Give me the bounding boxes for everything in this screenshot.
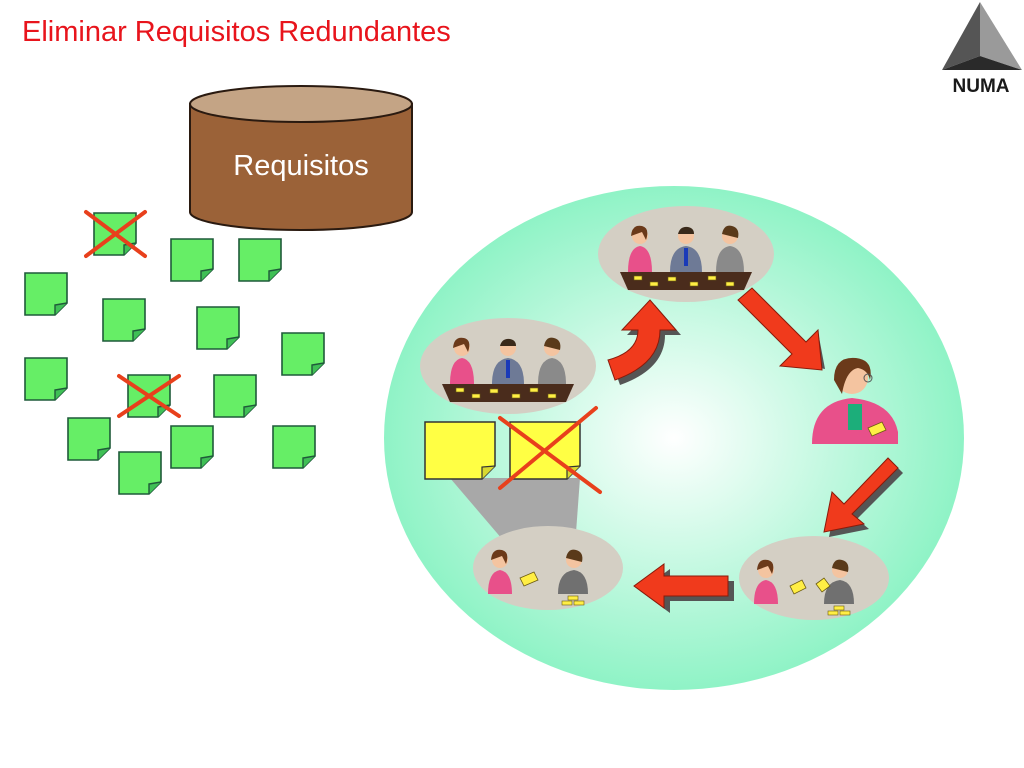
pair-exchange-right: [738, 535, 890, 621]
requirement-note: [170, 425, 214, 469]
handover-note: [815, 577, 831, 593]
green-requirement-notes: [24, 212, 325, 495]
requirement-note: [24, 357, 68, 401]
requirement-note: [24, 272, 68, 316]
requirement-note: [67, 417, 111, 461]
arrow-left: [633, 563, 734, 613]
requirement-note: [118, 451, 162, 495]
arrow-down-right: [737, 287, 825, 371]
pyramid-icon: [942, 2, 1022, 70]
cross-icon: [498, 406, 602, 494]
requirement-note: [213, 374, 257, 418]
requirements-database: [189, 85, 413, 231]
requirement-note: [170, 238, 214, 282]
cross-icon: [84, 210, 147, 258]
numa-logo: NUMA: [936, 0, 1024, 104]
meeting-group-top: [597, 205, 775, 303]
yellow-note: [424, 421, 496, 480]
arrow-down-left: [823, 457, 903, 537]
requirement-note: [196, 306, 240, 350]
database-label: Requisitos: [233, 150, 369, 182]
meeting-group-left: [419, 317, 597, 415]
requirement-note: [238, 238, 282, 282]
requirement-note: [102, 298, 146, 342]
curved-up-arrow: [607, 299, 681, 385]
handover-note: [789, 579, 807, 595]
pair-exchange-left: [472, 525, 624, 611]
reviewer-person: [812, 357, 898, 444]
cross-icon: [117, 374, 181, 418]
handover-note: [519, 571, 539, 587]
slide-title: Eliminar Requisitos Redundantes: [22, 16, 451, 48]
requirement-note: [281, 332, 325, 376]
logo-text: NUMA: [952, 76, 1010, 97]
requirement-note: [272, 425, 316, 469]
